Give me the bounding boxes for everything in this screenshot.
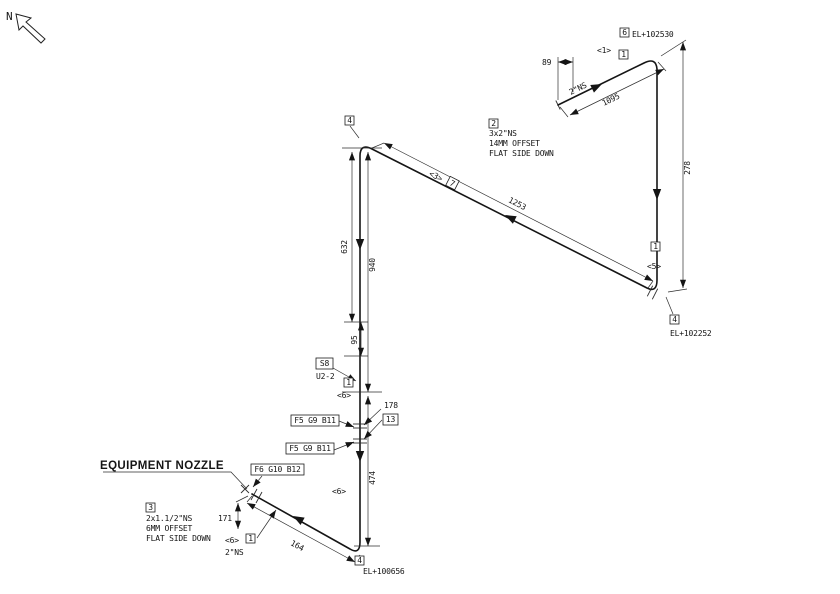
dim-1095: 1095	[601, 91, 622, 107]
arrow-ref-6: <6>	[225, 536, 239, 545]
equipment-nozzle-symbol	[240, 484, 263, 504]
ext-line	[647, 280, 654, 289]
ext-line	[235, 495, 249, 503]
dim-line-1253	[383, 142, 654, 282]
ref-4: 4	[347, 116, 352, 125]
spec-box-f5-upper	[290, 414, 340, 427]
ref-1: 1	[248, 534, 253, 543]
ref-1: 1	[653, 242, 658, 251]
ref-6: 6	[622, 28, 627, 37]
dim-940: 940	[368, 258, 377, 272]
leader-13	[363, 419, 383, 440]
ext-line	[667, 288, 688, 293]
size-branch-bottom: 2"NS	[225, 548, 244, 557]
flow-arrow	[590, 84, 602, 93]
note2-line3: FLAT SIDE DOWN	[489, 149, 554, 158]
pipe-centerline	[251, 60, 658, 552]
dim-171: 171	[218, 514, 232, 523]
arrow-ref-5: <5>	[647, 262, 661, 271]
ref-box-1-right	[650, 241, 661, 252]
pipe-run	[240, 60, 659, 552]
support-box	[315, 357, 334, 370]
flow-arrow	[652, 189, 662, 200]
elevation-right: EL+102252	[670, 329, 712, 338]
dim-line-164	[246, 502, 356, 563]
ext-line	[559, 106, 569, 118]
dim-278: 278	[683, 161, 692, 175]
dim-line-1095	[569, 68, 665, 116]
leader-f6	[252, 475, 263, 488]
flow-arrows	[293, 84, 662, 526]
ref-1: 1	[621, 50, 626, 59]
ref-box-7	[445, 175, 460, 191]
diagonal-run-labels: <3> 7	[427, 169, 460, 191]
leader-f5-upper	[338, 420, 355, 428]
flow-arrow	[355, 239, 365, 250]
spec-f5-upper: F5 G9 B11	[294, 416, 336, 425]
weld-tick	[646, 285, 654, 297]
ref-box-4-topleft	[344, 115, 355, 126]
leader-branch-bottom	[256, 509, 277, 539]
note3-ref: 3	[148, 503, 153, 512]
elevation-top: EL+102530	[632, 30, 674, 39]
leader-equipment-nozzle	[103, 471, 248, 490]
dim-89: 89	[542, 58, 552, 67]
arrow-ref-1: <1>	[597, 46, 611, 55]
north-label: N	[6, 10, 12, 23]
leader-f5-lower	[333, 441, 355, 451]
spec-box-f6	[250, 463, 305, 476]
ext-line	[657, 61, 667, 72]
dim-164: 164	[289, 539, 306, 554]
ref-7: 7	[448, 178, 457, 188]
note2-line1: 3x2"NS	[489, 129, 517, 138]
support-ref: S8	[320, 359, 330, 368]
ref-box-4-bottom	[354, 555, 365, 566]
ref-box-1-left	[343, 377, 354, 388]
ref-box-6	[619, 27, 630, 38]
elevation-bottom: EL+100656	[363, 567, 405, 576]
dimension-lines	[103, 39, 688, 563]
reference-labels: 6 EL+102530 <1> 1 2 3x2"NS 14MM OFFSET F…	[100, 27, 712, 576]
ref-box-1-bottom	[245, 533, 256, 544]
leader-ref4-right	[665, 296, 674, 315]
note3-line3: FLAT SIDE DOWN	[146, 534, 211, 543]
north-arrow: N	[6, 10, 46, 44]
dim-474: 474	[368, 471, 377, 485]
note3-box	[145, 502, 156, 513]
ext-line	[246, 495, 253, 503]
support-sub: U2-2	[316, 372, 335, 381]
arrow-ref-6: <6>	[337, 391, 351, 400]
ref-box-1-top	[618, 49, 629, 60]
ref-box-13	[382, 413, 399, 426]
note2-line2: 14MM OFFSET	[489, 139, 540, 148]
dim-95: 95	[350, 335, 359, 345]
note3-line2: 6MM OFFSET	[146, 524, 193, 533]
ref-13: 13	[386, 415, 396, 424]
note2-ref: 2	[491, 119, 496, 128]
ext-line	[371, 142, 385, 149]
spec-f5-lower: F5 G9 B11	[289, 444, 331, 453]
ref-4: 4	[672, 315, 677, 324]
leader-ref4-top	[349, 125, 360, 139]
spec-box-f5-lower	[285, 442, 335, 455]
equipment-nozzle-label: EQUIPMENT NOZZLE	[100, 460, 224, 472]
dim-632: 632	[340, 240, 349, 254]
weld-tick	[651, 288, 659, 300]
leader-178	[363, 408, 382, 426]
ext-line	[660, 39, 687, 57]
dim-1253: 1253	[507, 196, 528, 213]
ref-1: 1	[346, 378, 351, 387]
ref-4: 4	[357, 556, 362, 565]
pipe-end-tick	[555, 100, 561, 110]
north-arrow-icon	[15, 13, 46, 44]
dim-178: 178	[384, 401, 398, 410]
spec-f6: F6 G10 B12	[254, 465, 301, 474]
ref-box-4-right	[669, 314, 680, 325]
arrow-ref-6: <6>	[332, 487, 346, 496]
flow-arrow	[355, 451, 365, 462]
note2-box	[488, 118, 499, 129]
note3-line1: 2x1.1/2"NS	[146, 514, 193, 523]
dimension-texts: 89 1095 2"NS 278 1253 632 940 95 474 178…	[218, 58, 692, 553]
